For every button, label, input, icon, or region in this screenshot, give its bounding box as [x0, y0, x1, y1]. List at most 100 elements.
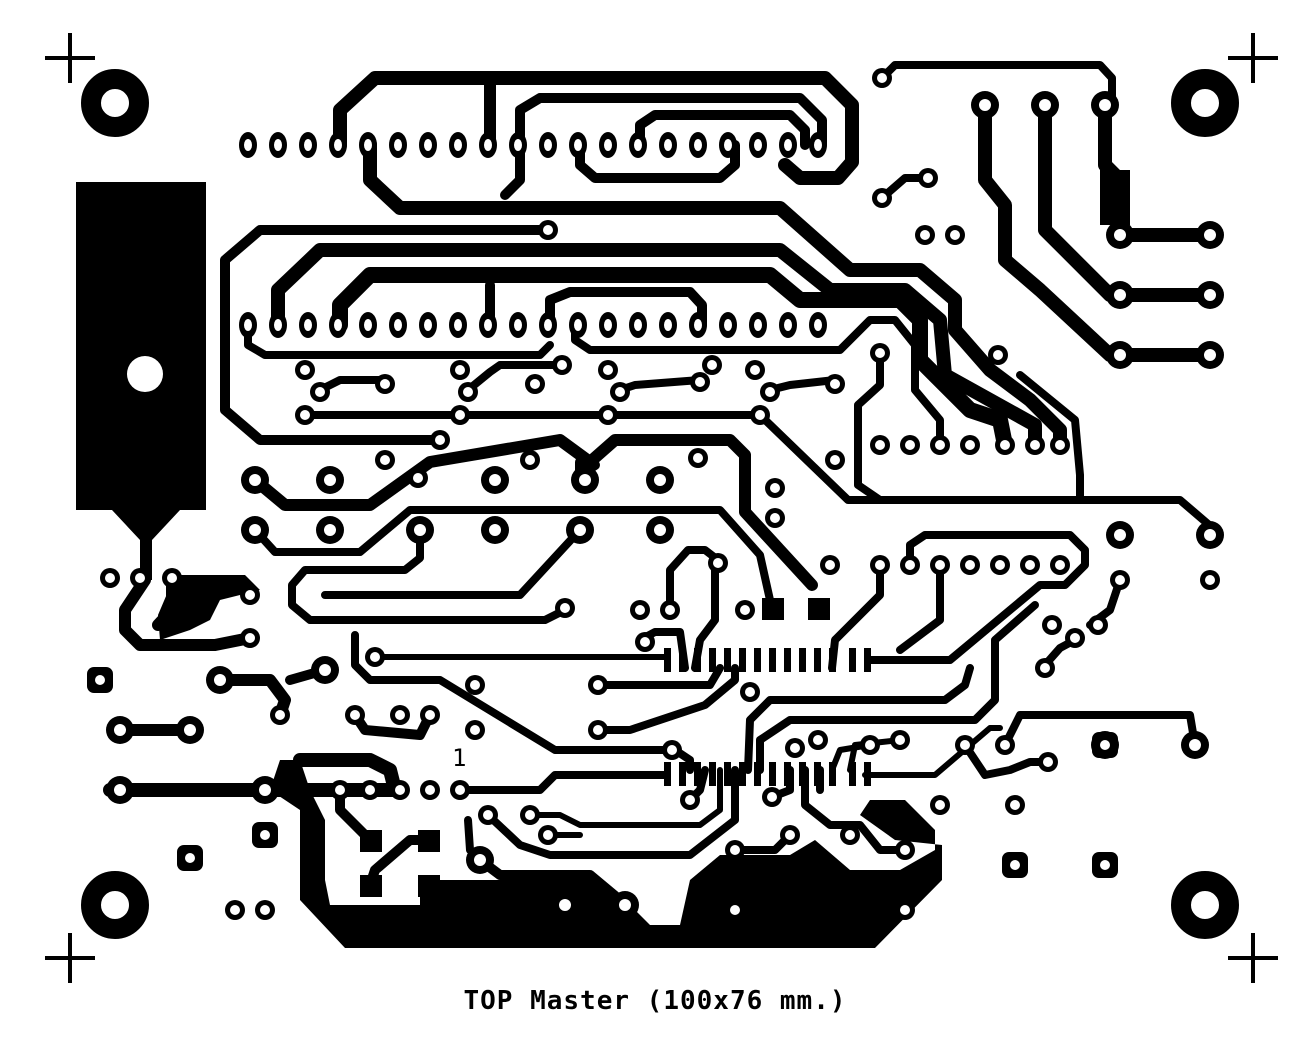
pad-hole [95, 675, 105, 685]
pad-hole [935, 440, 945, 450]
pad-hole [260, 905, 270, 915]
pad-hole [1047, 620, 1057, 630]
pad-hole [765, 387, 775, 397]
regulator-pad [76, 182, 206, 580]
pad-hole [274, 139, 282, 151]
pad-hole [905, 560, 915, 570]
pad-hole [230, 905, 240, 915]
pad-hole [593, 725, 603, 735]
pad-hole [875, 348, 885, 358]
pad-hole [754, 139, 762, 151]
pad-hole [414, 524, 426, 536]
pad-hole [604, 319, 612, 331]
pad-hole [770, 483, 780, 493]
pad-hole [1204, 289, 1216, 301]
pad-hole [830, 455, 840, 465]
pad-hole [993, 350, 1003, 360]
pad-hole [603, 365, 613, 375]
pad-hole [454, 319, 462, 331]
pad-hole [424, 139, 432, 151]
pad-hole [1055, 560, 1065, 570]
pad-hole [560, 603, 570, 613]
pad-hole [1043, 757, 1053, 767]
pad-hole [635, 605, 645, 615]
pin-1-marker: 1 [452, 744, 467, 772]
pad-hole [1114, 229, 1126, 241]
pad-hole [135, 573, 145, 583]
pad-hole [923, 173, 933, 183]
pad-hole [260, 830, 270, 840]
pad-hole [543, 830, 553, 840]
pad-hole [695, 377, 705, 387]
pad-hole [730, 845, 740, 855]
pad-hole [845, 830, 855, 840]
pad-hole [654, 524, 666, 536]
pad-hole [559, 899, 571, 911]
pad-hole [483, 810, 493, 820]
pad-hole [1055, 440, 1065, 450]
pad-hole [574, 139, 582, 151]
pad-hole [667, 745, 677, 755]
pad-hole [665, 605, 675, 615]
pad-hole [335, 785, 345, 795]
pad-hole [579, 474, 591, 486]
registration-marks [45, 33, 1278, 983]
pad-hole [484, 139, 492, 151]
pad-hole [664, 139, 672, 151]
pad-hole [750, 365, 760, 375]
pad-hole [825, 560, 835, 570]
pad-hole [875, 560, 885, 570]
pad-hole [304, 319, 312, 331]
pad-hole [724, 139, 732, 151]
pad-hole [754, 319, 762, 331]
pad-hole [413, 473, 423, 483]
ground-fills [158, 170, 1130, 948]
pad-hole [454, 139, 462, 151]
pad-hole [707, 360, 717, 370]
pad-hole [1093, 620, 1103, 630]
pad-hole [364, 319, 372, 331]
pad-hole [425, 785, 435, 795]
pad-hole [935, 800, 945, 810]
pad-hole [693, 453, 703, 463]
pad-hole [249, 474, 261, 486]
pad-hole [470, 725, 480, 735]
pad-hole [664, 319, 672, 331]
pad-hole [543, 225, 553, 235]
pad-hole [830, 379, 840, 389]
pad-hole [814, 139, 822, 151]
pad-hole [300, 365, 310, 375]
pad-hole [1114, 289, 1126, 301]
pad-hole [877, 73, 887, 83]
pad-hole [615, 387, 625, 397]
pad-hole [455, 410, 465, 420]
pad-hole [105, 573, 115, 583]
pad-hole [604, 139, 612, 151]
pad-hole [300, 410, 310, 420]
pad-hole [1040, 663, 1050, 673]
pad-hole [1099, 99, 1111, 111]
pad-hole [350, 710, 360, 720]
pad-hole [395, 785, 405, 795]
ic-qfp-pads [664, 648, 871, 786]
pad-hole [1000, 440, 1010, 450]
pad-hole [557, 360, 567, 370]
pad-hole [634, 139, 642, 151]
pad-hole [640, 637, 650, 647]
pad-hole [713, 558, 723, 568]
pad-hole [767, 792, 777, 802]
pad-hole [995, 560, 1005, 570]
pad-hole [514, 139, 522, 151]
pad-hole [1100, 860, 1110, 870]
pad-hole [544, 139, 552, 151]
pad-hole [790, 743, 800, 753]
pad-hole [603, 410, 613, 420]
pad-hole [474, 854, 486, 866]
pad-hole [593, 680, 603, 690]
pad-hole [463, 387, 473, 397]
pad-hole [334, 319, 342, 331]
pad-hole [484, 319, 492, 331]
pad-hole [920, 230, 930, 240]
pad-hole [184, 724, 196, 736]
